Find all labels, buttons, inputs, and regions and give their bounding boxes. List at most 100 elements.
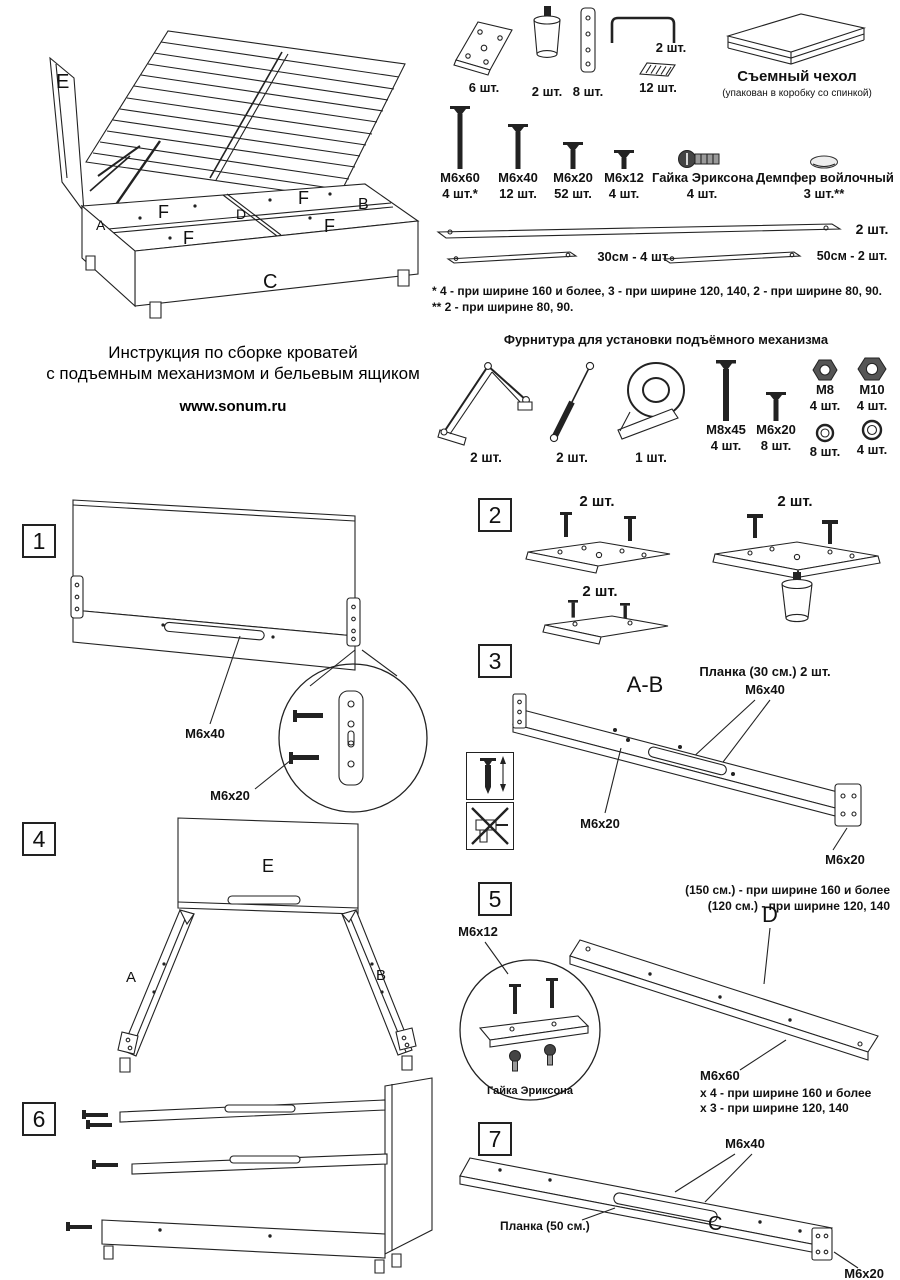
flat-plate-icon [576, 6, 600, 78]
footnote-2: ** 2 - при ширине 80, 90. [432, 300, 574, 314]
step5-note1: (150 см.) - при ширине 160 и более [685, 883, 890, 897]
leg [392, 1254, 401, 1267]
bolt-name: М8х45 [706, 422, 746, 437]
part-erickson-nut: Гайка Эриксона 4 шт. [652, 104, 754, 202]
step2-qty-right: 2 шт. [777, 493, 812, 510]
front-rail-c-drawing [460, 1158, 832, 1260]
washer-qty: 8 шт. [809, 444, 841, 459]
step-5-number: 5 [478, 882, 512, 916]
screw-qty: 12 шт. [499, 186, 537, 201]
page-title-line1: Инструкция по сборке кроватей [108, 343, 358, 362]
step7-planka-label: Планка (50 см.) [500, 1219, 590, 1233]
leg [120, 1058, 130, 1072]
step3-m6x40-label: М6х40 [745, 682, 785, 697]
plank [164, 622, 264, 640]
lift-hardware-title: Фурнитура для установки подъёмного механ… [503, 332, 829, 347]
lift-mechanism-icon [436, 352, 536, 446]
step-7-drawing: М6х40 Планка (50 см.) С М6х20 [460, 1136, 884, 1280]
corner-bracket-with-leg [713, 514, 880, 622]
step5-m6x12-label: М6х12 [458, 924, 498, 939]
step4-label-e: E [262, 856, 274, 876]
part-damper: Демпфер войлочный 3 шт.** [756, 104, 894, 202]
step2-qty-left-top: 2 шт. [579, 493, 614, 510]
washer-qty: 4 шт. [856, 442, 888, 457]
step7-m6x40-label: М6х40 [725, 1136, 765, 1151]
strip-qty: 12 шт. [639, 80, 677, 95]
nut-qty: 4 шт. [856, 398, 888, 413]
step3-planka-label: Планка (30 см.) 2 шт. [699, 664, 830, 679]
step3-m6x20-left-label: М6х20 [580, 816, 620, 831]
bed-leg [398, 270, 409, 286]
part-nut-m8: М8 4 шт. 8 шт. [804, 354, 846, 460]
lift-arms-drawing [90, 141, 160, 206]
overview-label-b: В [358, 196, 369, 213]
cover-name: Съемный чехол [737, 68, 857, 85]
overview-label-f4: F [324, 216, 335, 236]
headboard-rail [73, 610, 355, 670]
screw-qty: 4 шт.* [442, 186, 478, 201]
part-m6x40: М6х40 12 шт. [490, 104, 546, 202]
step4-label-b: В [376, 967, 386, 984]
lift-mechanism-qty: 2 шт. [470, 450, 502, 465]
strap-icon [608, 352, 694, 446]
strap-qty: 1 шт. [635, 450, 667, 465]
part-nut-m10: М10 4 шт. 4 шт. [850, 352, 894, 458]
bolt-qty: 8 шт. [760, 438, 792, 453]
erickson-nut-icon [677, 148, 727, 170]
corner-bracket-icon [452, 12, 516, 78]
end-bracket-right [835, 784, 861, 826]
damper-qty: 3 шт.** [803, 186, 845, 201]
step3-m6x20-right-label: М6х20 [825, 852, 865, 867]
zoom-circle [279, 664, 427, 812]
back-rail [82, 1100, 385, 1129]
leg [375, 1260, 384, 1273]
step-1-number: 1 [22, 524, 56, 558]
side-rail-drawing [513, 694, 861, 826]
step1-m6x40-label: М6х40 [185, 726, 225, 741]
front-rail [66, 1220, 385, 1258]
overview-bed-drawing: E F F F F А D В С [20, 6, 420, 336]
step-3-drawing: А-В Планка (30 см.) 2 шт. М6х40 М6х20 М6… [465, 664, 865, 867]
screw-name: М6х40 [498, 170, 538, 185]
part-m6x20: М6х20 52 шт. [545, 104, 601, 202]
end-bracket [812, 1228, 832, 1260]
velcro-strip-icon [638, 60, 678, 78]
overview-label-c: С [263, 271, 277, 293]
screw-name: М6х20 [553, 170, 593, 185]
edge-plate-left [71, 576, 83, 618]
title-block: Инструкция по сборке кроватей с подъемны… [28, 342, 438, 415]
bolt-m8x45-icon [716, 360, 736, 421]
left-side-rail [118, 910, 194, 1072]
page-title-line2: с подъемным механизмом и бельевым ящиком [46, 364, 420, 383]
step-3-number: 3 [478, 644, 512, 678]
wire-handle-icon [607, 14, 679, 44]
zoomed-screws [289, 710, 323, 764]
step5-m6x60-note2: х 3 - при ширине 120, 140 [700, 1101, 849, 1115]
screw-name: М6х60 [440, 170, 480, 185]
handle-qty: 2 шт. [655, 40, 687, 55]
step-1-drawing: М6х40 М6х20 [55, 486, 465, 816]
overview-label-f3: F [183, 228, 194, 248]
right-side-rail [342, 910, 416, 1070]
leg [104, 1246, 113, 1259]
plank [228, 896, 300, 904]
step-2-number: 2 [478, 498, 512, 532]
no-drill-icon [468, 804, 512, 848]
nut-name: Гайка Эриксона [652, 170, 754, 185]
washer-m10-icon [859, 418, 885, 442]
screw-qty: 52 шт. [554, 186, 592, 201]
part-m6x60: М6х60 4 шт.* [432, 104, 488, 202]
overview-label-d: D [236, 206, 246, 222]
step7-m6x20-label: М6х20 [844, 1266, 884, 1280]
rail-50cm-label: 50см - 2 шт. [816, 249, 888, 263]
zoomed-plate [339, 691, 363, 785]
no-power-drill-icon-box [466, 802, 514, 850]
bed-leg [150, 302, 161, 318]
overview-label-f2: F [298, 188, 309, 208]
step-4-drawing: E А В [60, 812, 460, 1080]
step3-title: А-В [627, 672, 664, 697]
nut-qty: 4 шт. [809, 398, 841, 413]
screw-m6x60-icon [450, 106, 470, 169]
zoom-circle [460, 960, 600, 1100]
